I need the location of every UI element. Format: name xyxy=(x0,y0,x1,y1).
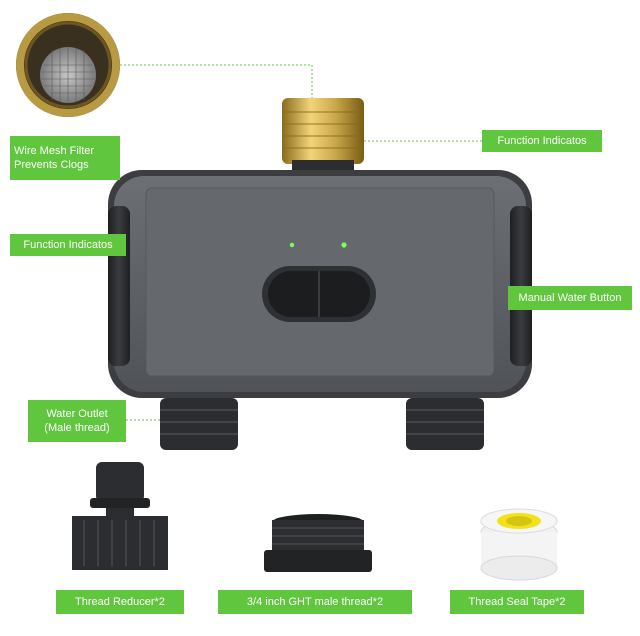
label-function-indicator-top: Function Indicatos xyxy=(482,130,602,152)
water-outlets xyxy=(160,398,484,450)
timer-device-body xyxy=(108,170,532,398)
filter-closeup-image xyxy=(16,13,120,117)
label-manual-water-button: Manual Water Button xyxy=(508,286,632,310)
thread-reducer-image xyxy=(72,462,168,570)
label-thread-reducer: Thread Reducer*2 xyxy=(56,590,184,614)
label-seal-tape: Thread Seal Tape*2 xyxy=(450,590,584,614)
seal-tape-image xyxy=(480,508,558,581)
label-water-outlet: Water Outlet (Male thread) xyxy=(28,400,126,442)
label-ght-thread: 3/4 inch GHT male thread*2 xyxy=(218,590,412,614)
ght-adapter-image xyxy=(264,514,372,572)
led-indicator-2 xyxy=(341,242,347,248)
label-function-indicator-left: Function Indicatos xyxy=(10,234,126,256)
label-wire-mesh-filter: Wire Mesh Filter Prevents Clogs xyxy=(10,136,120,180)
brass-inlet-connector xyxy=(282,98,364,176)
led-indicator-1 xyxy=(289,242,295,248)
